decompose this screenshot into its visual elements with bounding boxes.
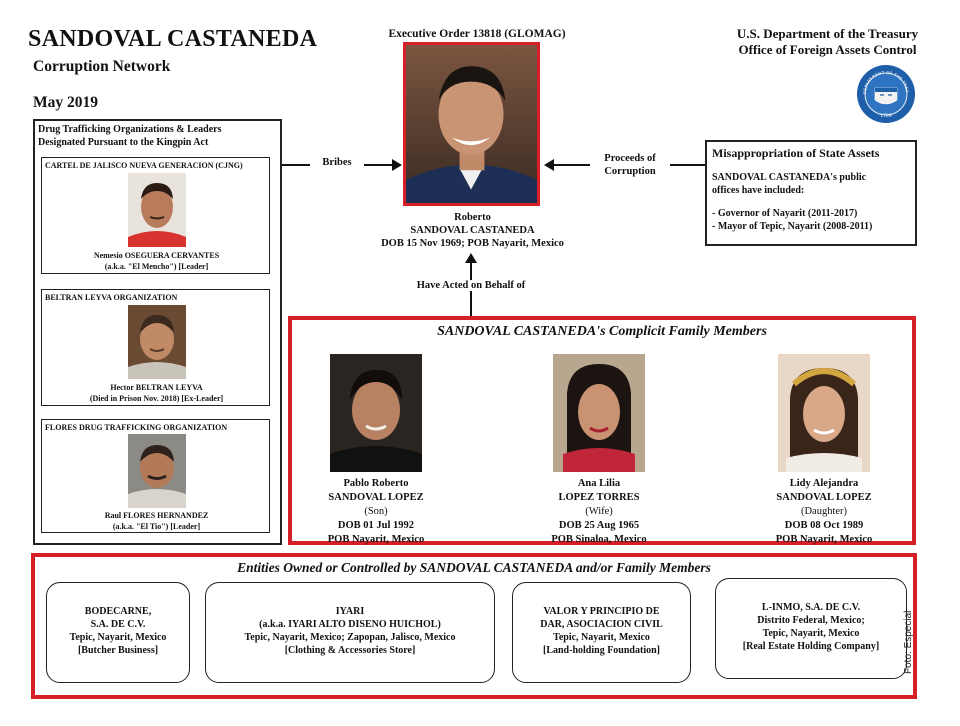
- proceeds-label: Proceeds of Corruption: [590, 152, 670, 178]
- dto-heading: Drug Trafficking Organizations & Leaders…: [38, 123, 222, 149]
- oseguera-photo: [128, 173, 186, 247]
- member-first-name: Lidy Alejandra: [789, 478, 859, 489]
- entity-line-3: Tepic, Nayarit, Mexico: [553, 632, 650, 643]
- member-role: (Daughter): [800, 506, 848, 517]
- roberto-first-name: Roberto: [454, 212, 491, 223]
- agency-name: U.S. Department of the Treasury Office o…: [720, 26, 935, 58]
- roberto-last-name: SANDOVAL CASTANEDA: [410, 225, 535, 236]
- member-last-name: SANDOVAL LOPEZ: [328, 492, 424, 503]
- lidy-photo: [778, 354, 870, 472]
- misappropriation-intro-2: offices have included:: [712, 185, 805, 196]
- pablo-caption: Pablo Roberto SANDOVAL LOPEZ (Son) DOB 0…: [286, 477, 466, 547]
- page-title: SANDOVAL CASTANEDA: [28, 26, 318, 52]
- ana-photo: [553, 354, 645, 472]
- entity-line-1: BODECARNE,: [84, 606, 152, 617]
- dto-leader-caption: Nemesio OSEGUERA CERVANTES (a.k.a. "El M…: [42, 250, 271, 272]
- office-mayor: - Mayor of Tepic, Nayarit (2008-2011): [712, 221, 873, 232]
- dto-leader-note: (a.k.a. "El Tio") [Leader]: [112, 522, 201, 531]
- photo-credit: Foto: Especial: [903, 610, 914, 674]
- entities-panel: Entities Owned or Controlled by SANDOVAL…: [31, 553, 917, 699]
- entity-line-1: L-INMO, S.A. DE C.V.: [761, 602, 861, 613]
- misappropriation-intro-1: SANDOVAL CASTANEDA's public: [712, 172, 867, 183]
- member-first-name: Ana Lilia: [577, 478, 621, 489]
- member-role: (Son): [364, 506, 388, 517]
- dto-card-cjng: CARTEL DE JALISCO NUEVA GENERACION (CJNG…: [41, 157, 270, 274]
- member-pob: POB Sinaloa, Mexico: [551, 534, 647, 545]
- agency-line-2: Office of Foreign Assets Control: [738, 42, 917, 57]
- member-last-name: SANDOVAL LOPEZ: [776, 492, 872, 503]
- dto-org-name: FLORES DRUG TRAFFICKING ORGANIZATION: [45, 423, 228, 432]
- date-label: May 2019: [33, 94, 99, 111]
- member-first-name: Pablo Roberto: [343, 478, 409, 489]
- roberto-dob: DOB 15 Nov 1969; POB Nayarit, Mexico: [381, 238, 564, 249]
- dto-card-flores: FLORES DRUG TRAFFICKING ORGANIZATION Rau…: [41, 419, 270, 533]
- entity-line-2: S.A. DE C.V.: [90, 619, 146, 630]
- dto-org-name: BELTRAN LEYVA ORGANIZATION: [45, 293, 178, 302]
- member-last-name: LOPEZ TORRES: [558, 492, 640, 503]
- flores-photo: [128, 434, 186, 508]
- entity-line-4: [Clothing & Accessories Store]: [284, 645, 416, 656]
- seal-year: 1789: [880, 113, 892, 119]
- proceeds-line-1: Proceeds of: [604, 153, 656, 164]
- offices-list: - Governor of Nayarit (2011-2017) - Mayo…: [712, 207, 915, 233]
- executive-order-label: Executive Order 13818 (GLOMAG): [388, 28, 566, 40]
- dto-card-beltran-leyva: BELTRAN LEYVA ORGANIZATION Hector BELTRA…: [41, 289, 270, 406]
- entity-bodecarne: BODECARNE, S.A. DE C.V. Tepic, Nayarit, …: [46, 582, 190, 683]
- entity-line-3: Tepic, Nayarit, Mexico: [762, 628, 860, 639]
- dto-heading-line-2: Designated Pursuant to the Kingpin Act: [38, 137, 209, 148]
- member-role: (Wife): [585, 506, 613, 517]
- entity-l-inmo: L-INMO, S.A. DE C.V. Distrito Federal, M…: [715, 578, 907, 679]
- lidy-caption: Lidy Alejandra SANDOVAL LOPEZ (Daughter)…: [734, 477, 914, 547]
- member-pob: POB Nayarit, Mexico: [327, 534, 425, 545]
- entity-line-1: IYARI: [335, 606, 365, 617]
- entity-line-4: [Real Estate Holding Company]: [742, 641, 880, 652]
- entity-line-3: Tepic, Nayarit, Mexico: [69, 632, 167, 643]
- family-panel: SANDOVAL CASTANEDA's Complicit Family Me…: [288, 316, 916, 545]
- dto-heading-line-1: Drug Trafficking Organizations & Leaders: [38, 124, 222, 135]
- entity-valor-principio: VALOR Y PRINCIPIO DE DAR, ASOCIACION CIV…: [512, 582, 691, 683]
- entity-line-2: (a.k.a. IYARI ALTO DISENO HUICHOL): [259, 619, 441, 630]
- family-heading: SANDOVAL CASTANEDA's Complicit Family Me…: [437, 324, 767, 339]
- treasury-seal-icon: THE DEPARTMENT OF THE TREASURY 1789: [854, 60, 916, 124]
- entity-line-3: Tepic, Nayarit, Mexico; Zapopan, Jalisco…: [244, 632, 456, 643]
- dto-org-name: CARTEL DE JALISCO NUEVA GENERACION (CJNG…: [45, 161, 243, 170]
- member-dob: DOB 25 Aug 1965: [558, 520, 640, 531]
- entities-heading: Entities Owned or Controlled by SANDOVAL…: [237, 560, 711, 575]
- entity-line-4: [Butcher Business]: [77, 645, 159, 656]
- entity-line-4: [Land-holding Foundation]: [543, 645, 660, 656]
- agency-line-1: U.S. Department of the Treasury: [736, 26, 919, 41]
- misappropriation-panel: Misappropriation of State Assets SANDOVA…: [705, 140, 917, 246]
- office-governor: - Governor of Nayarit (2011-2017): [712, 208, 858, 219]
- entity-iyari: IYARI (a.k.a. IYARI ALTO DISENO HUICHOL)…: [205, 582, 495, 683]
- arrowhead-left-icon: [544, 159, 554, 171]
- entity-line-2: Distrito Federal, Mexico;: [757, 615, 865, 626]
- misappropriation-heading: Misappropriation of State Assets: [712, 146, 880, 160]
- roberto-photo: [403, 42, 540, 206]
- entity-line-2: DAR, ASOCIACION CIVIL: [540, 619, 663, 630]
- dto-leader-name: Nemesio OSEGUERA CERVANTES: [93, 251, 220, 260]
- member-dob: DOB 08 Oct 1989: [784, 520, 864, 531]
- dto-leader-caption: Raul FLORES HERNANDEZ (a.k.a. "El Tio") …: [42, 510, 271, 532]
- pablo-photo: [330, 354, 422, 472]
- beltran-photo: [128, 305, 186, 379]
- proceeds-line-2: Corruption: [604, 166, 656, 177]
- acted-label: Have Acted on Behalf of: [385, 280, 557, 291]
- dto-leader-caption: Hector BELTRAN LEYVA (Died in Prison Nov…: [42, 382, 271, 404]
- arrowhead-right-icon: [392, 159, 402, 171]
- member-dob: DOB 01 Jul 1992: [337, 520, 415, 531]
- dto-leader-note: (a.k.a. "El Mencho") [Leader]: [104, 262, 209, 271]
- bribes-label: Bribes: [310, 157, 364, 168]
- dto-leader-note: (Died in Prison Nov. 2018) [Ex-Leader]: [89, 394, 224, 403]
- page-subtitle: Corruption Network: [33, 58, 171, 75]
- dto-panel: Drug Trafficking Organizations & Leaders…: [33, 119, 282, 545]
- member-pob: POB Nayarit, Mexico: [775, 534, 873, 545]
- arrowhead-up-icon: [465, 253, 477, 263]
- dto-leader-name: Hector BELTRAN LEYVA: [110, 383, 203, 392]
- ana-caption: Ana Lilia LOPEZ TORRES (Wife) DOB 25 Aug…: [509, 477, 689, 547]
- misappropriation-intro: SANDOVAL CASTANEDA's public offices have…: [712, 171, 915, 197]
- dto-leader-name: Raul FLORES HERNANDEZ: [104, 511, 209, 520]
- entity-line-1: VALOR Y PRINCIPIO DE: [543, 606, 660, 617]
- roberto-caption: Roberto SANDOVAL CASTANEDA DOB 15 Nov 19…: [340, 211, 605, 250]
